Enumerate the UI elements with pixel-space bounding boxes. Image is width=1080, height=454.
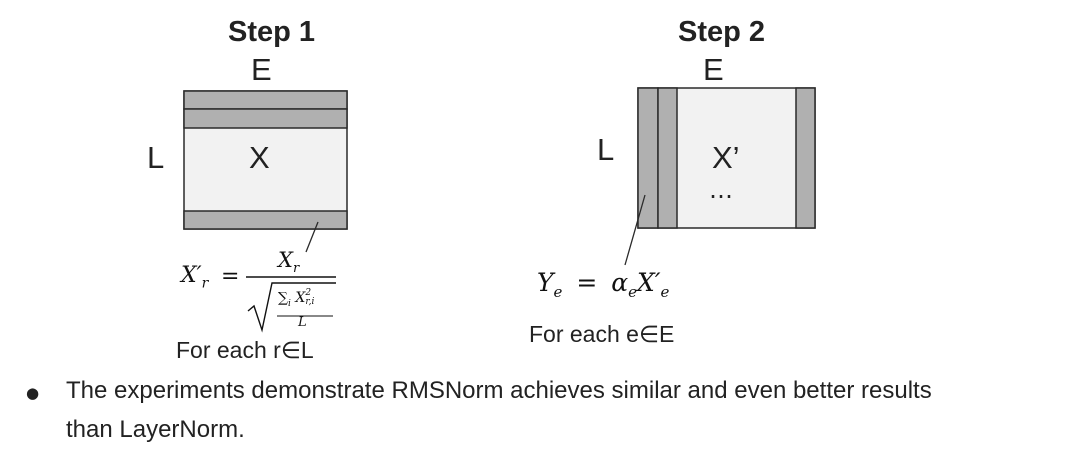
bullet-text-line-1: The experiments demonstrate RMSNorm achi…: [66, 377, 932, 404]
bullet-marker: ●: [26, 384, 40, 402]
step2-matrix-label: X’: [712, 140, 740, 175]
step1-lhs-sub: r: [201, 275, 209, 292]
step1-matrix: [183, 90, 348, 253]
step2-pointer-line: [624, 194, 646, 266]
step1-denominator-L: L: [298, 315, 307, 330]
step1-radical-sign: [247, 282, 336, 333]
step1-lhs-symbol: X′: [181, 263, 202, 288]
step1-row-band-last: [183, 210, 348, 230]
step1-formula-lines: [246, 276, 336, 333]
step2-matrix: [624, 87, 816, 266]
step1-formula-lhs: X′r: [181, 263, 208, 291]
bullet-text-line-2: than LayerNorm.: [66, 416, 245, 443]
step2-row-label: L: [597, 132, 615, 167]
step2-col-label: E: [703, 52, 724, 87]
step2-col-band-2: [657, 87, 678, 229]
step2-formula: Ye = αeX′e: [537, 268, 669, 301]
step1-formula-eq: =: [221, 264, 240, 289]
step1-sq-sub: r,i: [305, 297, 315, 307]
step1-matrix-label: X: [249, 140, 270, 175]
step1-numerator-sub: r: [292, 261, 300, 277]
step2-alpha: α: [611, 268, 629, 297]
step2-lhs-sub: e: [553, 283, 563, 301]
step1-caption: For each r∈L: [176, 337, 314, 363]
step1-sum-sub: i: [288, 298, 291, 309]
step1-row-band-2: [183, 108, 348, 129]
step1-numerator: Xr: [278, 248, 299, 276]
step2-col-band-last: [795, 87, 816, 229]
step2-eq: =: [576, 268, 598, 297]
step1-sum-symbol: ∑: [278, 290, 288, 306]
step2-ellipsis: …: [709, 176, 735, 204]
step2-alpha-sub: e: [628, 283, 638, 301]
step2-title: Step 2: [678, 16, 766, 48]
step2-x-symbol: X′: [637, 268, 661, 297]
step2-lhs-symbol: Y: [537, 268, 554, 297]
step1-sq-sup: 2: [305, 288, 312, 298]
step1-title: Step 1: [228, 16, 316, 48]
step1-pointer-line: [305, 221, 319, 253]
step2-caption: For each e∈E: [529, 321, 675, 347]
step2-x-sub: e: [660, 283, 670, 301]
step1-row-band-1: [183, 90, 348, 110]
step1-numerator-symbol: X: [278, 248, 293, 272]
step1-row-label: L: [147, 140, 165, 175]
step1-sq-base: X: [295, 290, 306, 306]
step1-col-label: E: [251, 52, 272, 87]
